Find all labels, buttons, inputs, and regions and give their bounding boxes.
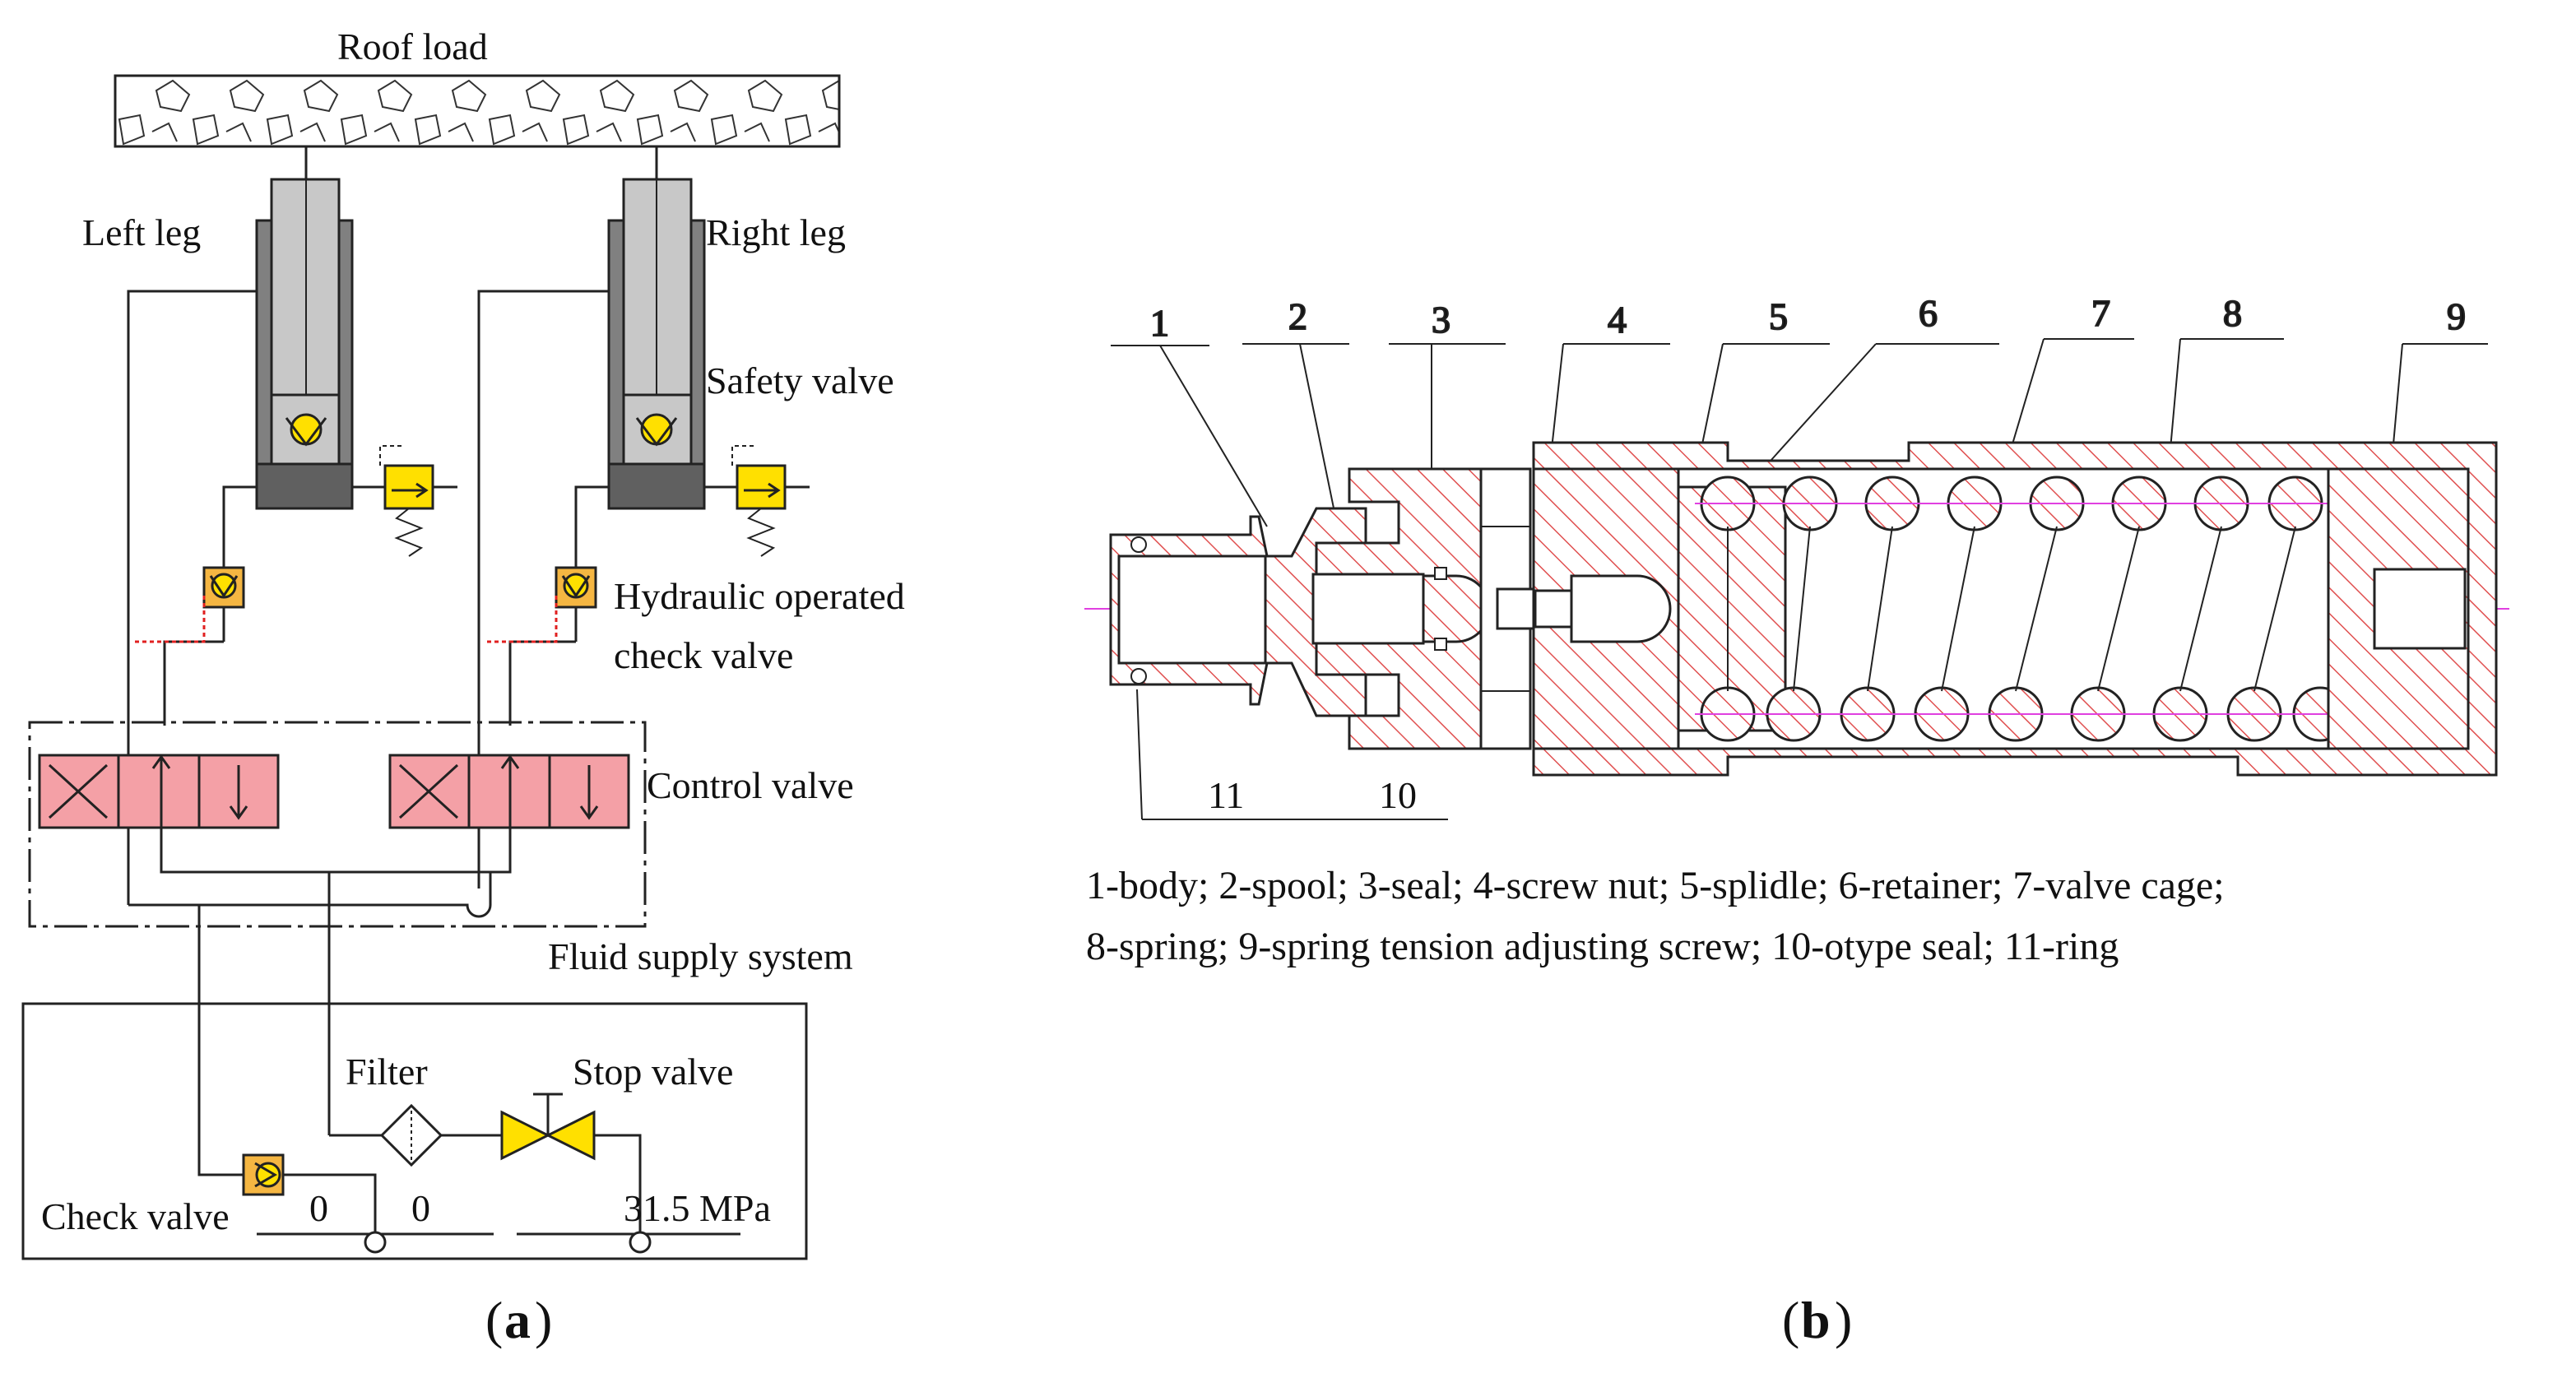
panel-b: 1 2 3 4 5 6 7 8 9 — [1084, 291, 2518, 1349]
panel-b-label-close: ) — [1835, 1291, 1852, 1349]
panel-a: Roof load Left leg Right leg — [21, 26, 905, 1349]
spring-coil-link — [2015, 526, 2058, 692]
roof-load-block — [114, 74, 841, 148]
fluid-supply-box — [21, 1002, 808, 1260]
left-leg-cylinder — [255, 178, 354, 510]
panel-a-label-open: ( — [485, 1291, 503, 1349]
left-leg-label: Left leg — [82, 211, 201, 253]
bottom-labels: 11 10 — [1136, 689, 1448, 820]
filter-label: Filter — [346, 1051, 428, 1093]
part-number-2: 2 — [1288, 295, 1307, 337]
check-valve-icon — [242, 1153, 285, 1196]
part-number-10: 10 — [1379, 774, 1417, 816]
hydraulic-check-label-2: check valve — [614, 634, 793, 676]
gauge-right-label: 31.5 MPa — [624, 1187, 771, 1229]
legend-line-1: 1-body; 2-spool; 3-seal; 4-screw nut; 5-… — [1086, 864, 2225, 907]
gauge-mid-label: 0 — [411, 1187, 430, 1229]
hydraulic-check-valve-right — [485, 485, 609, 726]
spring-coil-link — [2253, 526, 2296, 692]
safety-valve-icon — [352, 445, 457, 557]
right-leg-cylinder — [607, 178, 706, 510]
adjusting-screw — [2327, 467, 2470, 750]
safety-valve-label: Safety valve — [706, 360, 894, 401]
gauge-icon — [257, 1231, 494, 1254]
hydraulic-check-label-1: Hydraulic operated — [614, 575, 905, 617]
spring-icon — [1695, 476, 2348, 742]
roof-load-label: Roof load — [337, 26, 488, 67]
part-number-1: 1 — [1150, 302, 1169, 344]
control-valve-right — [388, 754, 630, 829]
spring-coil-link — [1867, 526, 1893, 692]
part-number-7: 7 — [2091, 292, 2110, 334]
part-number-11: 11 — [1208, 774, 1244, 816]
valve-sleeve — [1479, 467, 1537, 750]
gauge-left-label: 0 — [309, 1187, 328, 1229]
panel-a-label-letter: a — [504, 1291, 531, 1349]
valve-body — [1109, 507, 1367, 717]
fluid-supply-label: Fluid supply system — [548, 935, 853, 977]
panel-a-label-close: ) — [535, 1291, 552, 1349]
gauge-icon — [517, 1231, 740, 1254]
check-valve-icon — [635, 413, 678, 447]
panel-b-label-open: ( — [1782, 1291, 1799, 1349]
safety-valve-icon — [704, 445, 810, 557]
part-number-4: 4 — [1608, 299, 1627, 341]
legend-line-2: 8-spring; 9-spring tension adjusting scr… — [1086, 925, 2119, 968]
spindle-retainer — [1534, 485, 1787, 732]
check-valve-label: Check valve — [41, 1195, 230, 1237]
control-valve-label: Control valve — [647, 764, 854, 806]
right-leg-label: Right leg — [706, 211, 846, 253]
part-number-6: 6 — [1919, 292, 1938, 334]
part-number-8: 8 — [2223, 292, 2242, 334]
stop-valve-label: Stop valve — [573, 1051, 733, 1093]
check-valve-icon — [285, 413, 327, 447]
control-valve-box — [28, 721, 647, 928]
panel-b-label-letter: b — [1801, 1291, 1831, 1349]
spring-coil-link — [2097, 526, 2140, 692]
spring-coil-link — [2179, 526, 2222, 692]
control-valve-left — [38, 754, 280, 829]
spring-coil-link — [1793, 526, 1811, 692]
stop-valve-icon — [500, 1093, 596, 1161]
part-number-9: 9 — [2447, 295, 2466, 337]
hydraulic-check-valve-left — [132, 485, 257, 726]
part-number-5: 5 — [1769, 295, 1788, 337]
filter-icon — [379, 1103, 443, 1167]
spring-coil-link — [1941, 526, 1975, 692]
part-number-3: 3 — [1432, 299, 1450, 341]
